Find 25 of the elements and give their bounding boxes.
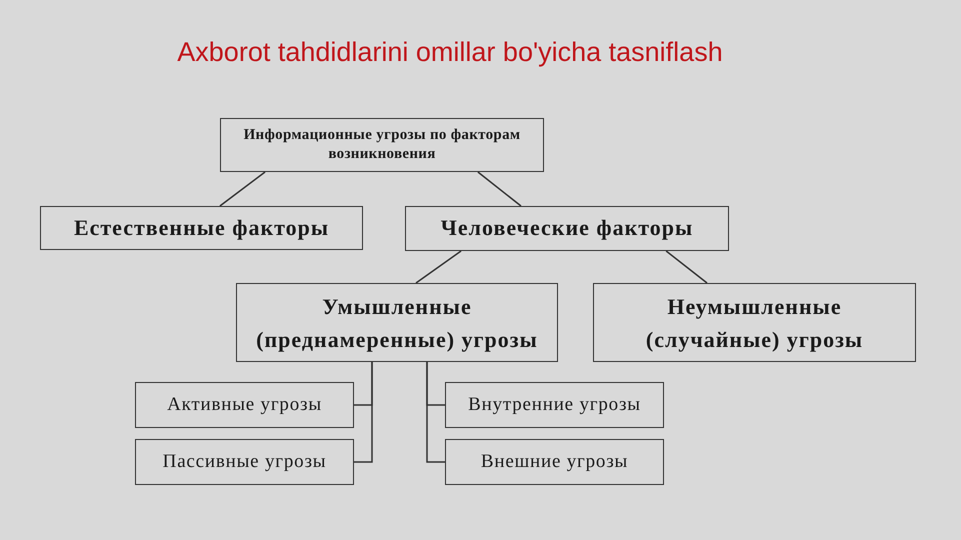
category-box [40,206,363,250]
connector-line [477,171,522,207]
box-label: Активные угрозы [167,392,322,417]
category-box [135,439,354,485]
box-label: Внешние угрозы [480,450,628,474]
connector-line [219,171,266,207]
root-category-box [220,118,544,172]
category-box [236,283,558,362]
box-label: Неумышленные (случайные) угрозы [644,292,864,354]
box-label: Умышленные (преднамеренные) угрозы [255,292,539,354]
box-label: Естественные факторы [74,214,330,242]
category-box [593,283,916,362]
connector-line [426,362,445,463]
category-box [405,206,729,251]
connector-line [666,250,708,284]
box-label: Внутренние угрозы [468,392,641,417]
category-box [445,382,664,428]
box-label: Человеческие факторы [440,214,694,242]
box-label: Информационные угрозы по факторам возникновения [242,126,522,164]
category-box [135,382,354,428]
connector-line [354,362,373,463]
category-box [445,439,664,485]
box-label: Пассивные угрозы [162,450,326,474]
diagram-title: Axborot tahdidlarini omillar bo'yicha tasniflash [176,36,724,69]
connector-line [416,250,462,284]
